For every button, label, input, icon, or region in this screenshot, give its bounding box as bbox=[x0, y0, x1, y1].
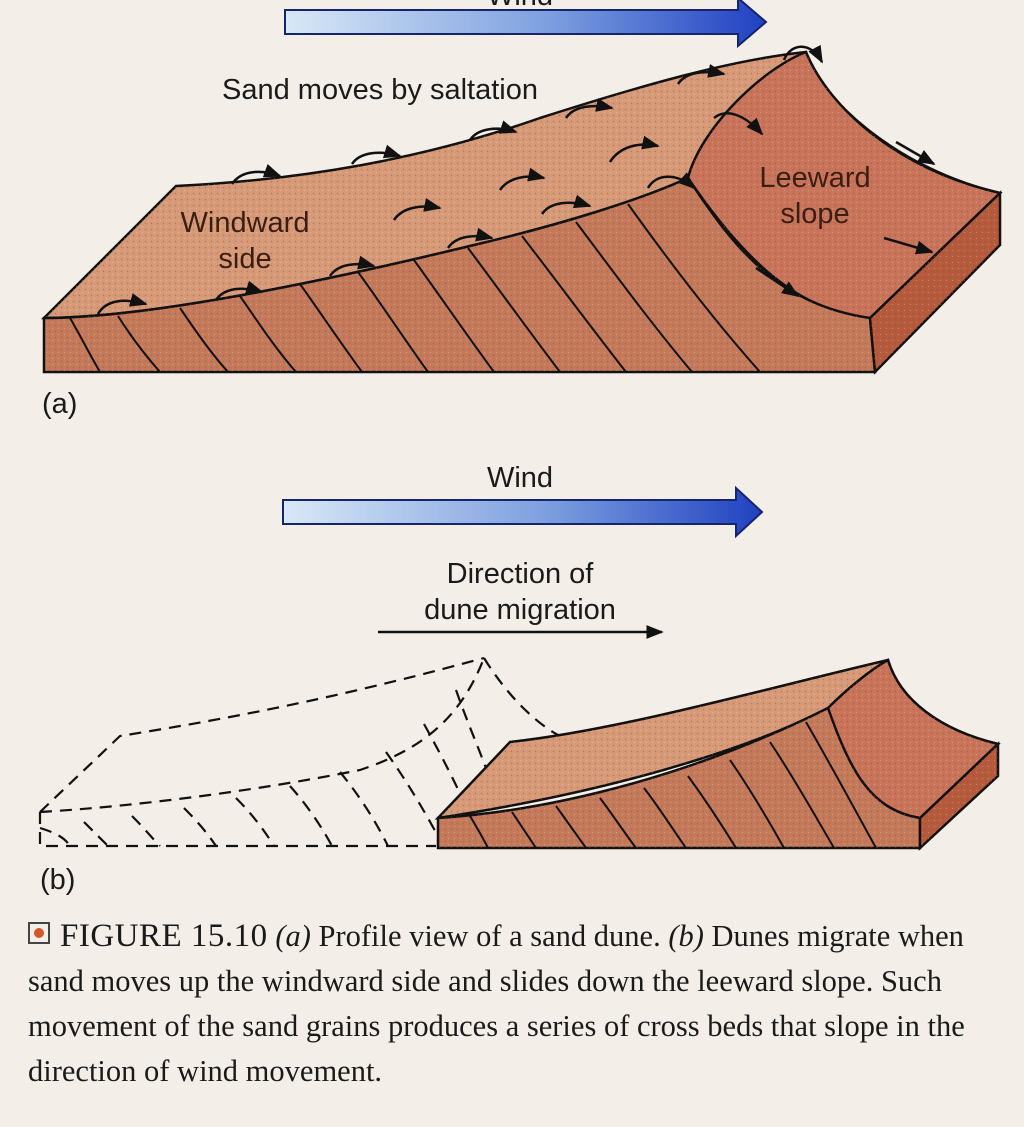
caption-bullet-icon bbox=[28, 922, 50, 944]
migration-label-line-2: dune migration bbox=[424, 594, 616, 626]
caption-b-text: Dunes migrate when sand moves up the win… bbox=[28, 919, 965, 1088]
windward-label: Windward side bbox=[150, 205, 340, 277]
saltation-label: Sand moves by saltation bbox=[222, 74, 538, 106]
leeward-slide-arrows bbox=[755, 140, 936, 298]
panel-b-wind-arrow bbox=[282, 485, 764, 539]
migration-label: Direction of dune migration bbox=[400, 556, 640, 628]
saltation-arrows bbox=[96, 44, 824, 315]
panel-a-dune-block bbox=[40, 50, 1003, 375]
windward-label-line-2: side bbox=[218, 243, 272, 275]
panel-a-letter: (a) bbox=[42, 388, 78, 420]
caption-b-mark: (b) bbox=[668, 919, 704, 953]
migration-label-line-1: Direction of bbox=[446, 558, 594, 590]
windward-label-line-1: Windward bbox=[180, 207, 310, 239]
cross-beds-b bbox=[469, 721, 877, 848]
panel-b-letter: (b) bbox=[40, 864, 76, 896]
panel-b-dune-block bbox=[434, 658, 1001, 851]
leeward-label: Leeward slope bbox=[730, 160, 900, 232]
leeward-label-line-2: slope bbox=[780, 198, 850, 230]
caption-a-mark: (a) bbox=[275, 919, 311, 953]
panel-b-wind-label: Wind bbox=[486, 462, 554, 494]
leeward-label-line-1: Leeward bbox=[759, 162, 871, 194]
figure-caption: FIGURE 15.10 (a) Profile view of a sand … bbox=[28, 914, 1008, 1094]
panel-a-wind-arrow bbox=[284, 0, 768, 49]
panel-a-wind-label: Wind bbox=[470, 0, 570, 14]
caption-figure-number: FIGURE 15.10 bbox=[60, 918, 268, 954]
caption-a-text: Profile view of a sand dune. bbox=[318, 919, 661, 953]
